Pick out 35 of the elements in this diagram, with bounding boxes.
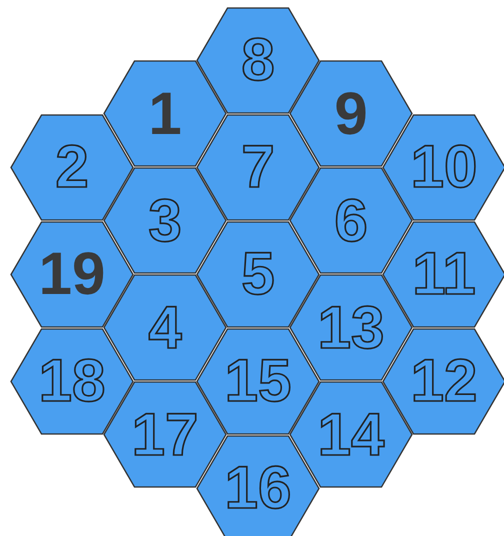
hexagon-tile (103, 381, 227, 488)
tile-number: 12 (410, 351, 478, 411)
hexagon-tile (382, 114, 504, 220)
tile-number: 18 (38, 351, 106, 411)
tile-number: 17 (132, 404, 198, 464)
hexagon-tile (196, 220, 320, 328)
hexagon-tile (289, 60, 413, 167)
hexagon-tile (103, 60, 227, 167)
tile-number: 11 (412, 244, 476, 304)
tile-number: 8 (241, 30, 275, 90)
tile-number: 15 (224, 351, 292, 411)
tile-number: 2 (55, 137, 89, 197)
hexagon-tile (10, 220, 134, 328)
hexagon-tile (10, 328, 134, 434)
tile-number: 1 (148, 84, 182, 144)
tile-number: 3 (148, 190, 182, 250)
hexagon-tile (289, 381, 413, 488)
tile-number: 16 (224, 458, 292, 518)
hexagon-tile (289, 167, 413, 274)
hexagon-tile (196, 114, 320, 220)
hexagon-tile (10, 114, 134, 220)
hexagon-tile (196, 434, 320, 536)
tile-number: 4 (148, 298, 182, 358)
hexagon-tile (103, 167, 227, 274)
tile-number: 6 (334, 190, 368, 250)
tile-number: 7 (241, 137, 275, 197)
tile-number: 13 (318, 298, 384, 358)
tile-number: 5 (241, 244, 275, 304)
tile-number: 10 (410, 137, 478, 197)
tile-number: 19 (38, 244, 106, 304)
hexagon-tile (103, 274, 227, 381)
hexagon-tile (196, 6, 320, 114)
tile-number: 14 (318, 404, 384, 464)
tile-number: 9 (334, 84, 368, 144)
hexagon-tile (382, 220, 504, 328)
